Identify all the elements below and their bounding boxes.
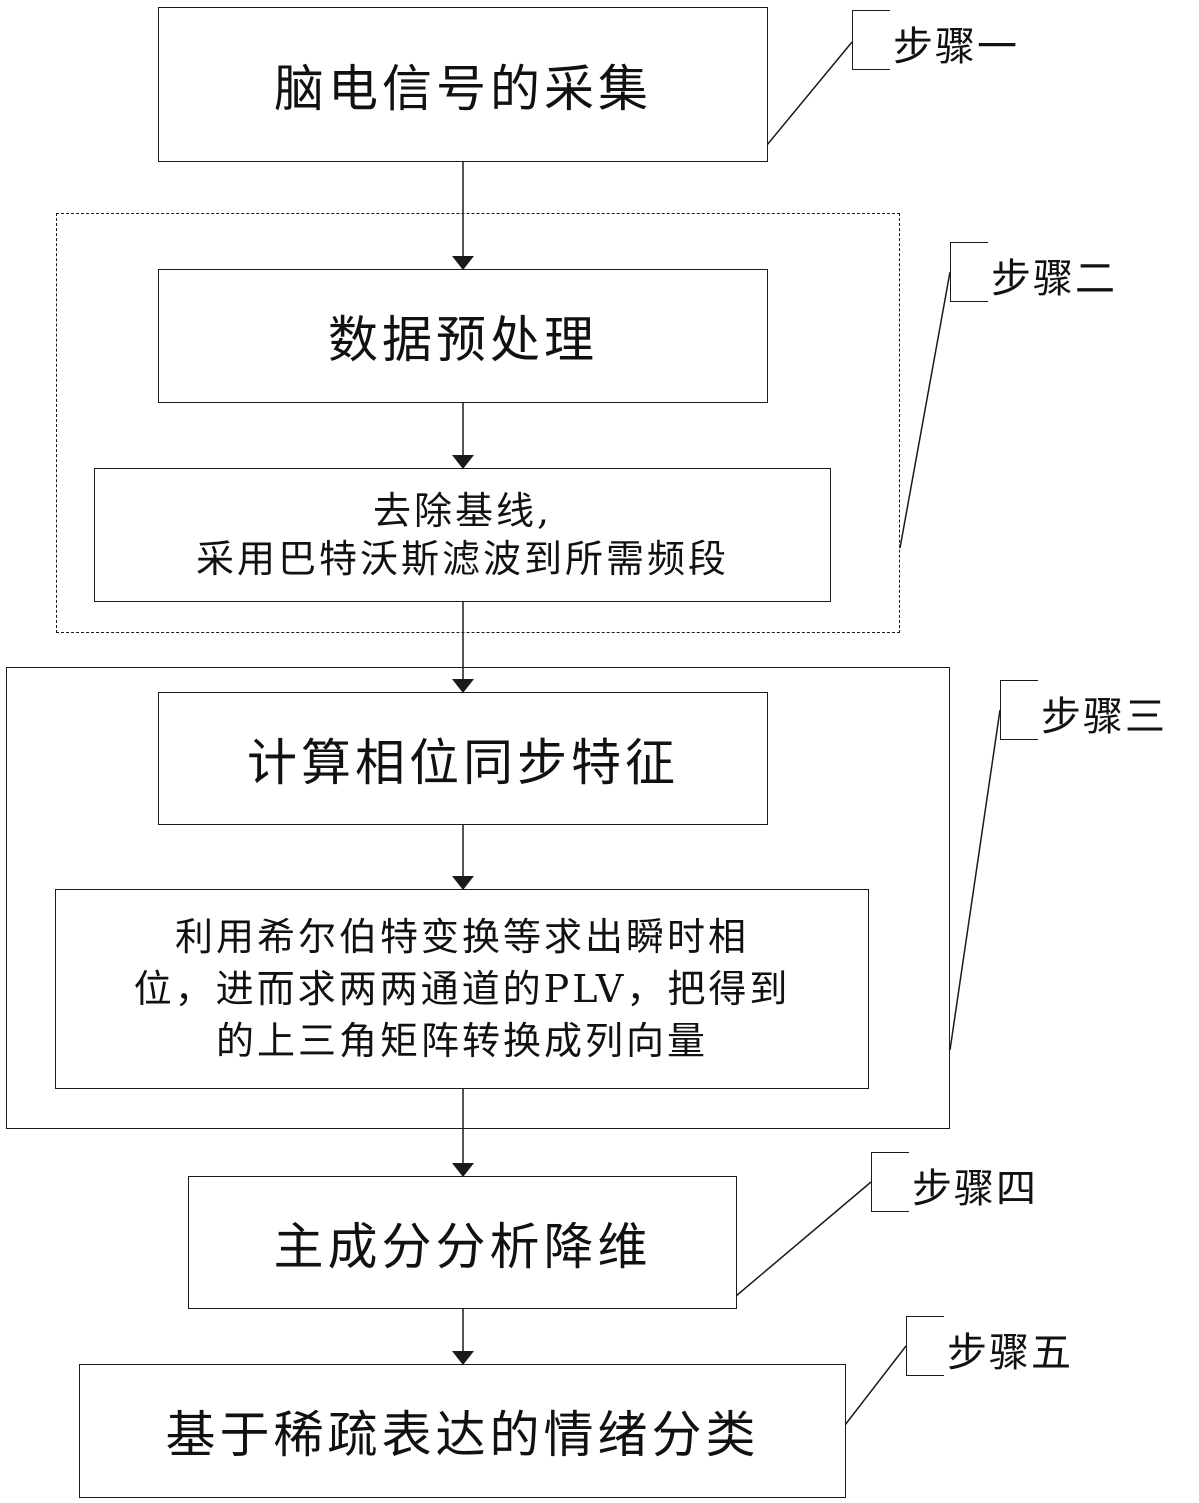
preprocessing-box: 数据预处理 [158, 269, 768, 403]
classification-box: 基于稀疏表达的情绪分类 [79, 1364, 846, 1498]
classification-label: 基于稀疏表达的情绪分类 [165, 1406, 760, 1464]
eeg-acquisition-box: 脑电信号的采集 [158, 7, 768, 162]
step2-bracket [950, 242, 988, 302]
baseline-filter-box: 去除基线, 采用巴特沃斯滤波到所需频段 [94, 468, 831, 602]
step3-label: 步骤三 [1041, 694, 1167, 740]
hilbert-plv-line1: 利用希尔伯特变换等求出瞬时相 [174, 915, 749, 959]
hilbert-plv-box: 利用希尔伯特变换等求出瞬时相 位，进而求两两通道的PLV，把得到 的上三角矩阵转… [55, 889, 869, 1089]
step1-label: 步骤一 [893, 24, 1019, 70]
leader-step5 [844, 1345, 907, 1426]
phase-sync-box: 计算相位同步特征 [158, 692, 768, 825]
leader-step3 [949, 709, 1001, 1051]
pca-box: 主成分分析降维 [188, 1176, 737, 1309]
baseline-filter-line2: 采用巴特沃斯滤波到所需频段 [195, 537, 729, 581]
hilbert-plv-line2: 位，进而求两两通道的PLV，把得到 [133, 967, 791, 1011]
arrow-head-4 [452, 876, 474, 890]
leader-step2 [899, 271, 951, 549]
step2-label: 步骤二 [991, 256, 1117, 302]
eeg-acquisition-label: 脑电信号的采集 [274, 59, 652, 118]
baseline-filter-line1: 去除基线, [372, 489, 553, 533]
step5-label: 步骤五 [947, 1330, 1073, 1376]
arrow-head-2 [452, 455, 474, 469]
leader-step1 [766, 41, 853, 146]
step4-bracket [871, 1152, 909, 1212]
arrow-head-5 [452, 1163, 474, 1177]
arrow-head-6 [452, 1351, 474, 1365]
step2-group-frame [56, 213, 900, 633]
arrow-head-1 [452, 256, 474, 270]
hilbert-plv-line3: 的上三角矩阵转换成列向量 [215, 1019, 708, 1063]
preprocessing-label: 数据预处理 [328, 311, 598, 369]
pca-label: 主成分分析降维 [273, 1217, 652, 1276]
step3-bracket [1000, 680, 1038, 740]
arrow-head-3 [452, 679, 474, 693]
leader-step4 [735, 1181, 872, 1297]
step5-bracket [906, 1316, 944, 1376]
step1-bracket [852, 10, 890, 70]
phase-sync-label: 计算相位同步特征 [247, 733, 679, 792]
step4-label: 步骤四 [912, 1166, 1038, 1212]
step3-group-frame [6, 667, 950, 1129]
